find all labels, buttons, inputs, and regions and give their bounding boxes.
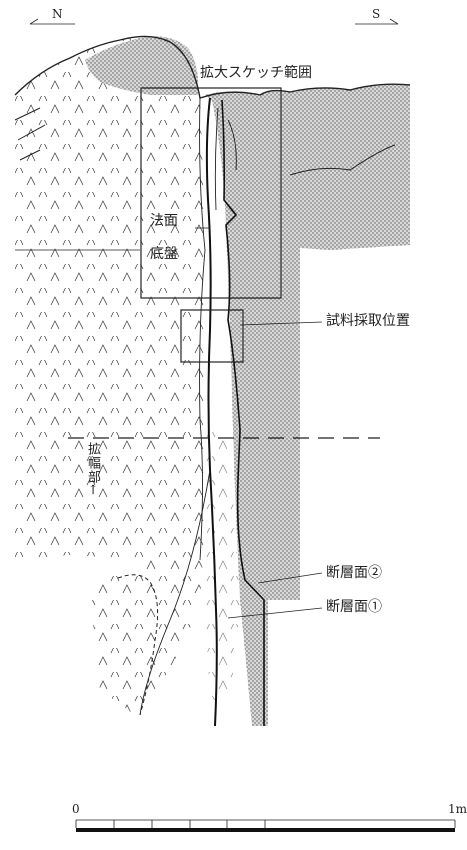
fault-plane-1-line: [205, 97, 218, 727]
south-arrow: [355, 18, 399, 25]
floor-label: 底盤: [150, 246, 178, 262]
igneous-rock-zone: [15, 36, 207, 715]
enlarged-sketch-frame: [140, 87, 282, 299]
scale-end-label: 1m: [448, 802, 467, 816]
leader-lines: [195, 227, 323, 619]
scale-bar: [75, 819, 456, 832]
fault-plane-2-line: [221, 99, 265, 726]
south-label: S: [372, 7, 381, 21]
fault-zone-pattern: [205, 430, 240, 700]
sampling-location-frame: [180, 309, 244, 363]
north-arrow: [29, 18, 75, 25]
ground-surface-line: [14, 35, 411, 99]
enlarged-sketch-area-label: 拡大スケッチ範囲: [200, 65, 312, 81]
crack-lines: [14, 107, 396, 176]
widened-boundary-dashed: [117, 574, 159, 716]
soil-mound: [85, 36, 199, 95]
fault-plane-1-label: 断層面①: [326, 599, 382, 615]
sedimentary-rock-zone: [205, 84, 410, 726]
scale-start-label: 0: [72, 802, 80, 816]
fault-plane-2-label: 断層面②: [326, 565, 382, 581]
slope-face-label: 法面: [150, 213, 178, 229]
minor-fault-lines: [139, 97, 237, 716]
north-label: N: [52, 7, 63, 21]
widened-section-label: 拡幅部←: [85, 442, 100, 496]
sampling-location-label: 試料採取位置: [326, 313, 410, 329]
